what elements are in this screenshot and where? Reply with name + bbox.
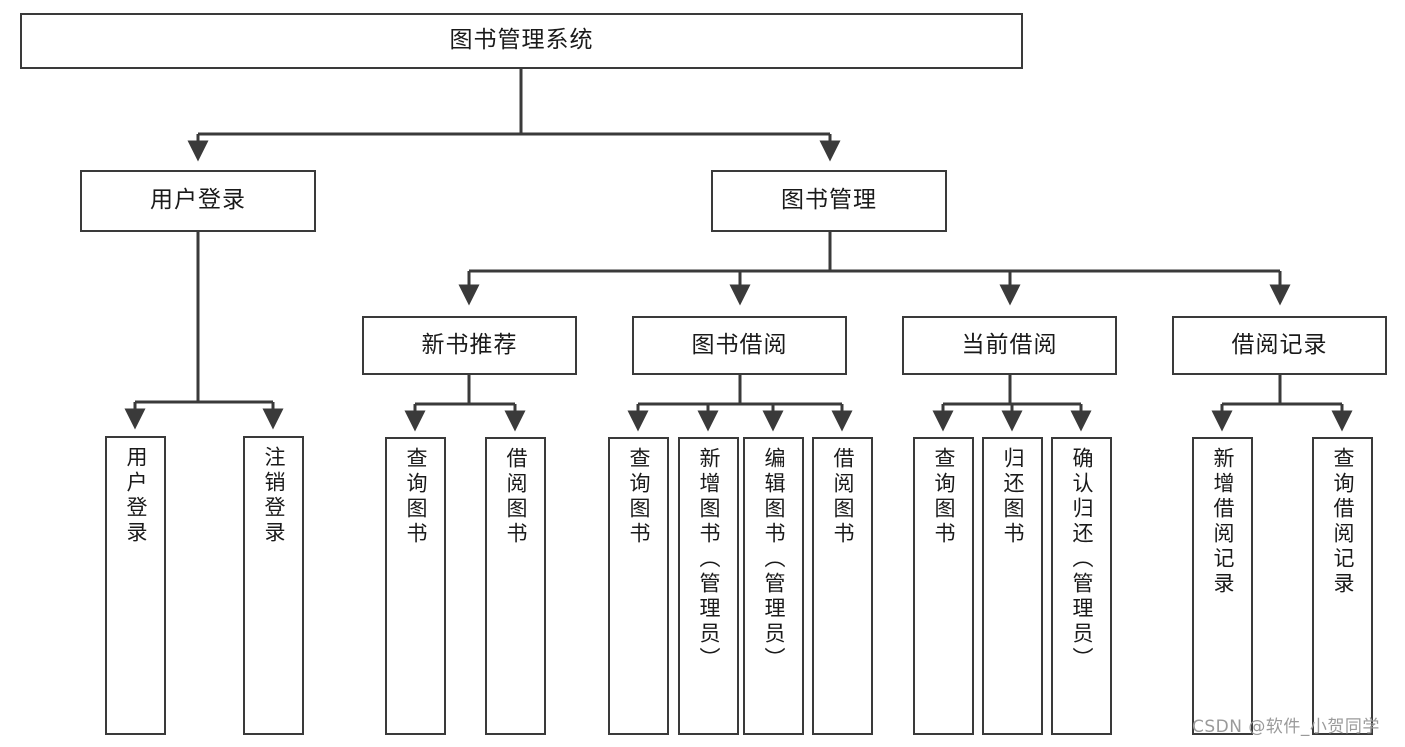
node-user-login[interactable]: 用户登录 bbox=[80, 170, 316, 232]
leaf-borrow-book[interactable]: 借阅图书 bbox=[812, 437, 873, 735]
node-label: 当前借阅 bbox=[961, 331, 1058, 358]
node-label: 借阅图书 bbox=[831, 447, 855, 547]
node-label: 用户登录 bbox=[124, 446, 148, 546]
node-book-borrow[interactable]: 图书借阅 bbox=[632, 316, 847, 375]
node-label: 归还图书 bbox=[1001, 447, 1025, 547]
node-label: 图书借阅 bbox=[691, 331, 788, 358]
leaf-edit-book-admin[interactable]: 编辑图书（管理员） bbox=[743, 437, 804, 735]
leaf-borrow-book-recommend[interactable]: 借阅图书 bbox=[485, 437, 546, 735]
watermark-text: CSDN @软件_小贺同学 bbox=[1192, 717, 1380, 737]
leaf-user-login[interactable]: 用户登录 bbox=[105, 436, 166, 735]
leaf-query-borrow-record[interactable]: 查询借阅记录 bbox=[1312, 437, 1373, 735]
node-label: 查询图书 bbox=[932, 447, 956, 547]
node-label: 新增图书（管理员） bbox=[697, 447, 721, 672]
node-new-book-recommend[interactable]: 新书推荐 bbox=[362, 316, 577, 375]
node-label: 编辑图书（管理员） bbox=[762, 447, 786, 672]
node-label: 新增借阅记录 bbox=[1211, 447, 1235, 597]
node-label: 图书管理系统 bbox=[449, 27, 594, 54]
node-root-system[interactable]: 图书管理系统 bbox=[20, 13, 1023, 69]
node-label: 借阅记录 bbox=[1231, 331, 1328, 358]
node-label: 查询图书 bbox=[404, 447, 428, 547]
node-label: 确认归还（管理员） bbox=[1070, 447, 1094, 672]
node-label: 查询借阅记录 bbox=[1331, 447, 1355, 597]
leaf-query-book-current[interactable]: 查询图书 bbox=[913, 437, 974, 735]
node-label: 新书推荐 bbox=[421, 331, 518, 358]
node-label: 用户登录 bbox=[150, 187, 246, 214]
node-book-management[interactable]: 图书管理 bbox=[711, 170, 947, 232]
node-label: 查询图书 bbox=[627, 447, 651, 547]
leaf-add-borrow-record[interactable]: 新增借阅记录 bbox=[1192, 437, 1253, 735]
node-label: 图书管理 bbox=[781, 187, 877, 214]
leaf-query-book-recommend[interactable]: 查询图书 bbox=[385, 437, 446, 735]
leaf-add-book-admin[interactable]: 新增图书（管理员） bbox=[678, 437, 739, 735]
node-borrow-record[interactable]: 借阅记录 bbox=[1172, 316, 1387, 375]
node-current-borrow[interactable]: 当前借阅 bbox=[902, 316, 1117, 375]
node-label: 注销登录 bbox=[262, 446, 286, 546]
leaf-logout[interactable]: 注销登录 bbox=[243, 436, 304, 735]
leaf-confirm-return-admin[interactable]: 确认归还（管理员） bbox=[1051, 437, 1112, 735]
leaf-return-book[interactable]: 归还图书 bbox=[982, 437, 1043, 735]
leaf-query-book-borrow[interactable]: 查询图书 bbox=[608, 437, 669, 735]
node-label: 借阅图书 bbox=[504, 447, 528, 547]
